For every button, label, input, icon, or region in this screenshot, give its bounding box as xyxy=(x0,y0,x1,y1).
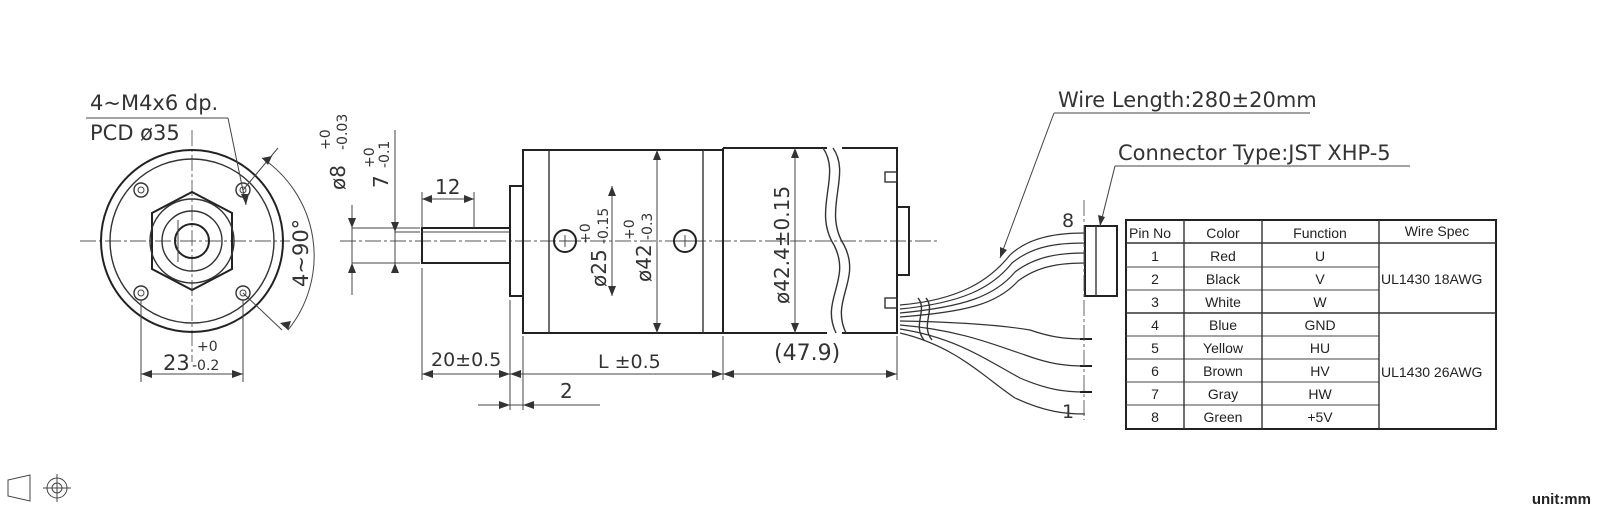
output-shaft xyxy=(421,227,511,264)
header-wire-spec: Wire Spec xyxy=(1405,223,1470,239)
connector-housing xyxy=(1084,225,1118,297)
mount-hole-icon xyxy=(133,182,149,198)
wire-spec-group-2: UL1430 26AWG xyxy=(1381,364,1482,380)
motor-dia: ø42.4±0.15 xyxy=(770,186,794,304)
front-boss xyxy=(151,190,233,292)
first-angle-projection-icon xyxy=(7,474,71,502)
side-view: ø8 +0 -0.03 7 +0 -0.1 12 ø25 +0 -0.15 ø4… xyxy=(318,114,940,410)
motor-length: (47.9) xyxy=(774,341,840,366)
wire-spec-group-1: UL1430 18AWG xyxy=(1381,271,1482,287)
row-color: Red xyxy=(1210,248,1236,264)
row-color: White xyxy=(1205,294,1241,310)
flat-tol-upper: +0 xyxy=(362,147,378,168)
pin-bottom-label: 1 xyxy=(1062,401,1074,423)
gearbox-body xyxy=(522,149,724,334)
shaft-dia-tol-lower: -0.03 xyxy=(335,114,351,150)
flat-tol-lower: -0.1 xyxy=(377,141,393,168)
flat-dim: 7 xyxy=(369,175,393,188)
row-pin: 7 xyxy=(1151,386,1159,402)
gearbox-length: L ±0.5 xyxy=(598,351,661,373)
screw-icon xyxy=(673,229,697,253)
shaft-dia-tol-upper: +0 xyxy=(318,129,334,150)
unit-label: unit:mm xyxy=(1531,491,1591,508)
row-function: GND xyxy=(1304,317,1335,333)
shaft-dia: ø8 xyxy=(326,165,350,190)
row-function: +5V xyxy=(1307,409,1333,425)
pilot-dia: ø25 xyxy=(587,249,611,287)
row-function: HW xyxy=(1308,386,1332,402)
hole-note-line2: PCD ø35 xyxy=(90,121,180,145)
gearbox-dia-tol-lower: -0.3 xyxy=(640,213,656,240)
wire-length-label: Wire Length:280±20mm xyxy=(1058,88,1317,112)
motor-body xyxy=(722,147,827,334)
header-pin: Pin No xyxy=(1129,225,1171,241)
row-function: HU xyxy=(1310,340,1330,356)
connector-type-label: Connector Type:JST XHP-5 xyxy=(1118,141,1391,165)
row-color: Gray xyxy=(1208,386,1238,402)
front-view: 4~M4x6 dp. PCD ø35 4~90° 23 +0 -0.2 xyxy=(80,91,315,382)
header-color: Color xyxy=(1206,225,1240,241)
row-pin: 3 xyxy=(1151,294,1159,310)
angle-label: 4~90° xyxy=(289,219,313,287)
row-pin: 6 xyxy=(1151,363,1159,379)
pin-top-label: 8 xyxy=(1062,210,1074,232)
pilot-dia-tol-lower: -0.15 xyxy=(596,208,612,244)
row-pin: 5 xyxy=(1151,340,1159,356)
pin-table: Pin No Color Function Wire Spec 1 Red U … xyxy=(1125,219,1497,430)
row-function: W xyxy=(1313,294,1327,310)
end-cap xyxy=(896,206,910,276)
row-pin: 1 xyxy=(1151,248,1159,264)
header-function: Function xyxy=(1293,225,1347,241)
row-color: Black xyxy=(1206,271,1241,287)
row-color: Yellow xyxy=(1203,340,1244,356)
row-color: Green xyxy=(1204,409,1243,425)
row-color: Brown xyxy=(1203,363,1243,379)
gearbox-dia: ø42 xyxy=(632,244,656,282)
row-pin: 4 xyxy=(1151,317,1159,333)
row-function: HV xyxy=(1310,363,1330,379)
front-outer-circle xyxy=(100,149,284,333)
pilot-dia-tol-upper: +0 xyxy=(578,223,594,244)
row-color: Blue xyxy=(1209,317,1237,333)
pilot-length: 2 xyxy=(560,379,573,403)
row-pin: 2 xyxy=(1151,271,1159,287)
row-function: U xyxy=(1315,248,1325,264)
row-pin: 8 xyxy=(1151,409,1159,425)
width-tol-upper: +0 xyxy=(197,339,218,355)
gearbox-dia-tol-upper: +0 xyxy=(622,219,638,240)
flat-length: 12 xyxy=(435,175,460,199)
row-function: V xyxy=(1315,271,1325,287)
width-tol-lower: -0.2 xyxy=(192,358,219,374)
width-nominal: 23 xyxy=(163,351,190,375)
motor-end xyxy=(842,147,898,334)
wiring: 8 1 Wire Length:280±20mm Connector Type:… xyxy=(899,88,1410,423)
front-shaft xyxy=(174,223,210,259)
shaft-length: 20±0.5 xyxy=(431,349,501,371)
mount-hole-icon xyxy=(133,285,149,301)
screw-icon xyxy=(553,229,577,253)
hole-note-line1: 4~M4x6 dp. xyxy=(90,91,218,115)
